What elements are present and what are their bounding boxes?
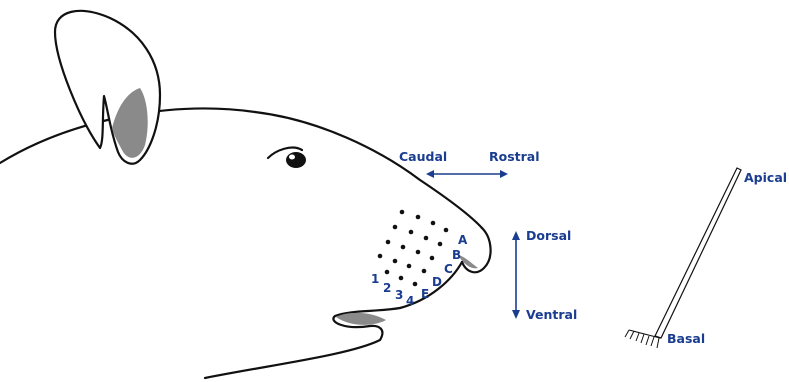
- rostral-label: Rostral: [489, 149, 540, 164]
- whisker-dot: [386, 240, 391, 245]
- row-label-a: A: [458, 233, 468, 247]
- whisker-dot: [393, 225, 398, 230]
- whisker-dot: [416, 215, 421, 220]
- rat-eye-highlight: [289, 155, 295, 160]
- whisker-shaft: [655, 168, 741, 338]
- whisker-dot: [399, 276, 404, 281]
- rat-eye: [286, 152, 306, 168]
- whisker-illustration: Apical Basal: [625, 168, 787, 348]
- whisker-dot: [407, 264, 412, 269]
- whisker-dot: [416, 250, 421, 255]
- arc-label-2: 2: [383, 281, 391, 295]
- whisker-dot: [431, 221, 436, 226]
- whisker-dot: [444, 228, 449, 233]
- dorsal-arrowhead: [512, 231, 520, 240]
- dorsal-label: Dorsal: [526, 228, 571, 243]
- rat-head: [0, 11, 491, 378]
- whisker-dot: [385, 270, 390, 275]
- whisker-dot: [413, 282, 418, 287]
- apical-label: Apical: [744, 170, 787, 185]
- ventral-arrowhead: [512, 310, 520, 319]
- caudal-arrowhead: [426, 170, 434, 178]
- whisker-dot: [401, 245, 406, 250]
- row-label-c: C: [444, 262, 453, 276]
- whisker-dot: [409, 230, 414, 235]
- whisker-follicle-roots: [625, 330, 660, 348]
- whisker-dot: [424, 236, 429, 241]
- row-label-d: D: [432, 275, 442, 289]
- row-label-b: B: [452, 248, 461, 262]
- rostrocaudal-axis: Caudal Rostral: [399, 149, 540, 178]
- basal-label: Basal: [667, 331, 705, 346]
- dorsoventral-axis: Dorsal Ventral: [512, 228, 577, 322]
- arc-labels: 1 2 3 4: [371, 272, 414, 308]
- caudal-label: Caudal: [399, 149, 447, 164]
- row-label-e: E: [421, 287, 429, 301]
- rat-snout-top: [255, 112, 482, 228]
- whisker-dot: [438, 242, 443, 247]
- arc-label-1: 1: [371, 272, 379, 286]
- whisker-dot: [400, 210, 405, 215]
- ventral-label: Ventral: [526, 307, 577, 322]
- arc-label-4: 4: [406, 294, 414, 308]
- whisker-dot: [378, 254, 383, 259]
- row-labels: A B C D E: [421, 233, 468, 301]
- whisker-dot: [422, 269, 427, 274]
- rostral-arrowhead: [500, 170, 508, 178]
- whisker-dot: [393, 259, 398, 264]
- whisker-dot: [430, 256, 435, 261]
- arc-label-3: 3: [395, 288, 403, 302]
